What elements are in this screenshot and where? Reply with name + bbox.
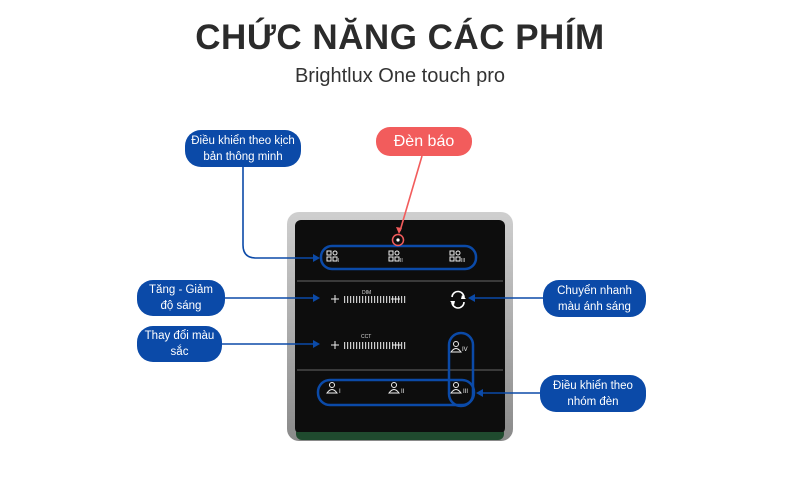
group-icon-1 xyxy=(326,382,338,394)
indicator-led xyxy=(396,238,400,242)
cct-label: CCT xyxy=(361,334,372,340)
page-subtitle: Brightlux One touch pro xyxy=(294,65,506,87)
svg-text:III: III xyxy=(461,258,465,264)
svg-text:I: I xyxy=(338,258,339,264)
callout-scene-control: Điều khiển theo kịch bản thông minh xyxy=(185,130,301,167)
svg-text:IV: IV xyxy=(462,347,468,353)
dim-label: DIM xyxy=(362,290,372,296)
callout-color-switch: Chuyển nhanh màu ánh sáng xyxy=(543,280,646,317)
touch-panel xyxy=(295,220,505,434)
svg-text:I: I xyxy=(339,389,341,395)
callout-indicator: Đèn báo xyxy=(376,127,472,156)
svg-text:II: II xyxy=(401,389,405,395)
scene-icon-1 xyxy=(326,250,338,262)
dim-plus-icon xyxy=(331,295,339,303)
svg-text:II: II xyxy=(400,258,403,264)
svg-text:III: III xyxy=(463,389,468,395)
refresh-icon xyxy=(450,290,466,309)
scene-icon-2 xyxy=(388,250,400,262)
callout-dim: Tăng - Giảm độ sáng xyxy=(137,280,225,316)
group-icon-2 xyxy=(388,382,400,394)
callout-cct: Thay đổi màu sắc xyxy=(137,326,222,362)
cct-plus-icon xyxy=(331,341,339,349)
group4-highlight xyxy=(447,331,475,408)
group-icon-4 xyxy=(450,341,462,353)
callout-group-control: Điều khiển theo nhóm đèn xyxy=(540,375,646,412)
group-icon-3 xyxy=(450,382,462,394)
panel-base xyxy=(296,432,504,440)
page-title: CHỨC NĂNG CÁC PHÍM xyxy=(195,18,605,57)
scene-icon-3 xyxy=(449,250,461,262)
